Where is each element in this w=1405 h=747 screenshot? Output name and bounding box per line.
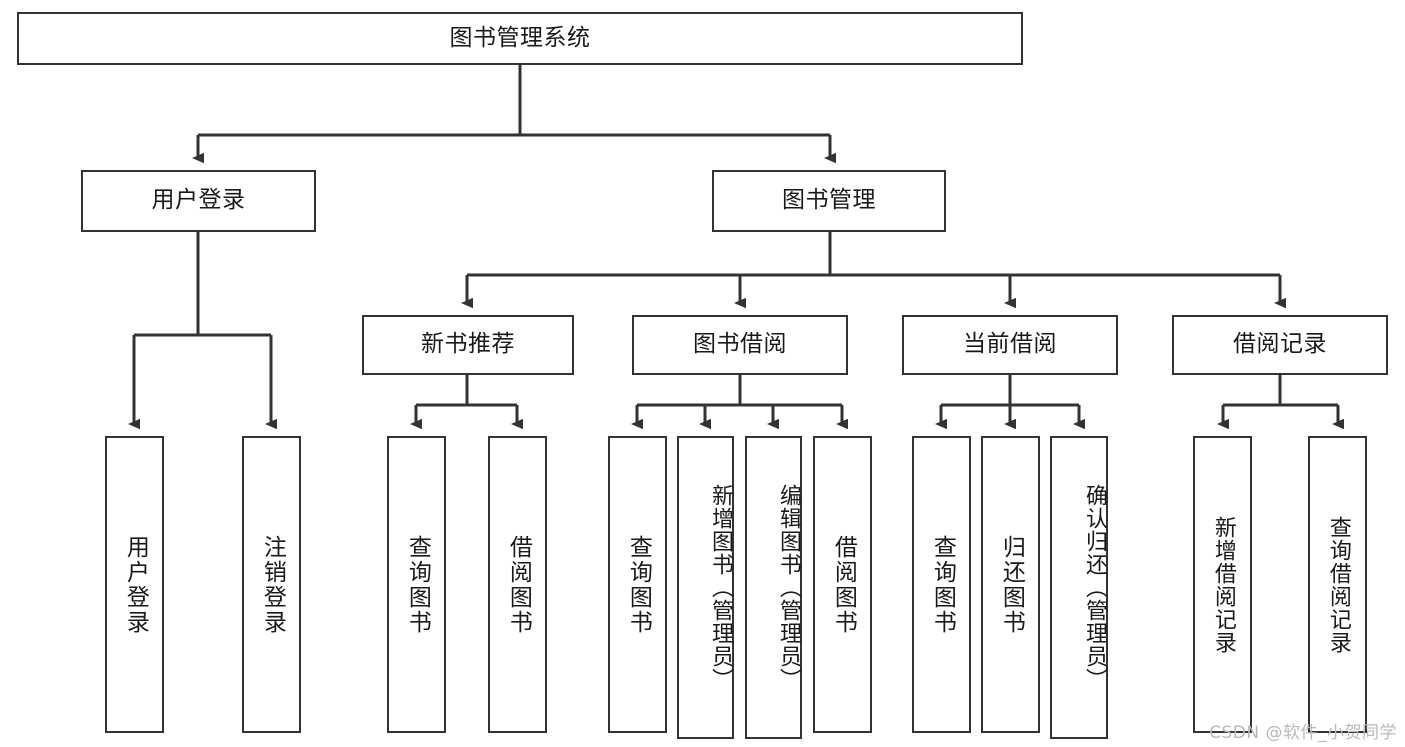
leaf-query-borrow-record[interactable]: 查询借阅记录 (1308, 436, 1367, 733)
node-root-library-system[interactable]: 图书管理系统 (17, 12, 1023, 65)
node-book-manage[interactable]: 图书管理 (712, 170, 946, 232)
node-current-borrow[interactable]: 当前借阅 (902, 315, 1118, 375)
leaf-edit-book-admin[interactable]: 编辑图书（管理员） (745, 436, 802, 739)
leaf-borrow-book-borrow[interactable]: 借阅图书 (813, 436, 872, 733)
node-borrow-record[interactable]: 借阅记录 (1172, 315, 1388, 375)
node-new-book-recommend[interactable]: 新书推荐 (362, 315, 574, 375)
leaf-borrow-book-recommend[interactable]: 借阅图书 (488, 436, 547, 733)
leaf-return-book[interactable]: 归还图书 (981, 436, 1040, 733)
node-book-borrow[interactable]: 图书借阅 (632, 315, 848, 375)
leaf-add-borrow-record[interactable]: 新增借阅记录 (1193, 436, 1252, 733)
leaf-query-book-recommend[interactable]: 查询图书 (387, 436, 446, 733)
csdn-watermark: CSDN @软件_小贺同学 (1209, 723, 1397, 743)
leaf-query-book-borrow[interactable]: 查询图书 (608, 436, 667, 733)
leaf-add-book-admin[interactable]: 新增图书（管理员） (677, 436, 734, 739)
leaf-query-book-current[interactable]: 查询图书 (912, 436, 971, 733)
leaf-confirm-return-admin[interactable]: 确认归还（管理员） (1050, 436, 1108, 739)
leaf-logout-login[interactable]: 注销登录 (242, 436, 301, 733)
leaf-user-login[interactable]: 用户登录 (105, 436, 164, 733)
node-user-login[interactable]: 用户登录 (81, 170, 316, 232)
